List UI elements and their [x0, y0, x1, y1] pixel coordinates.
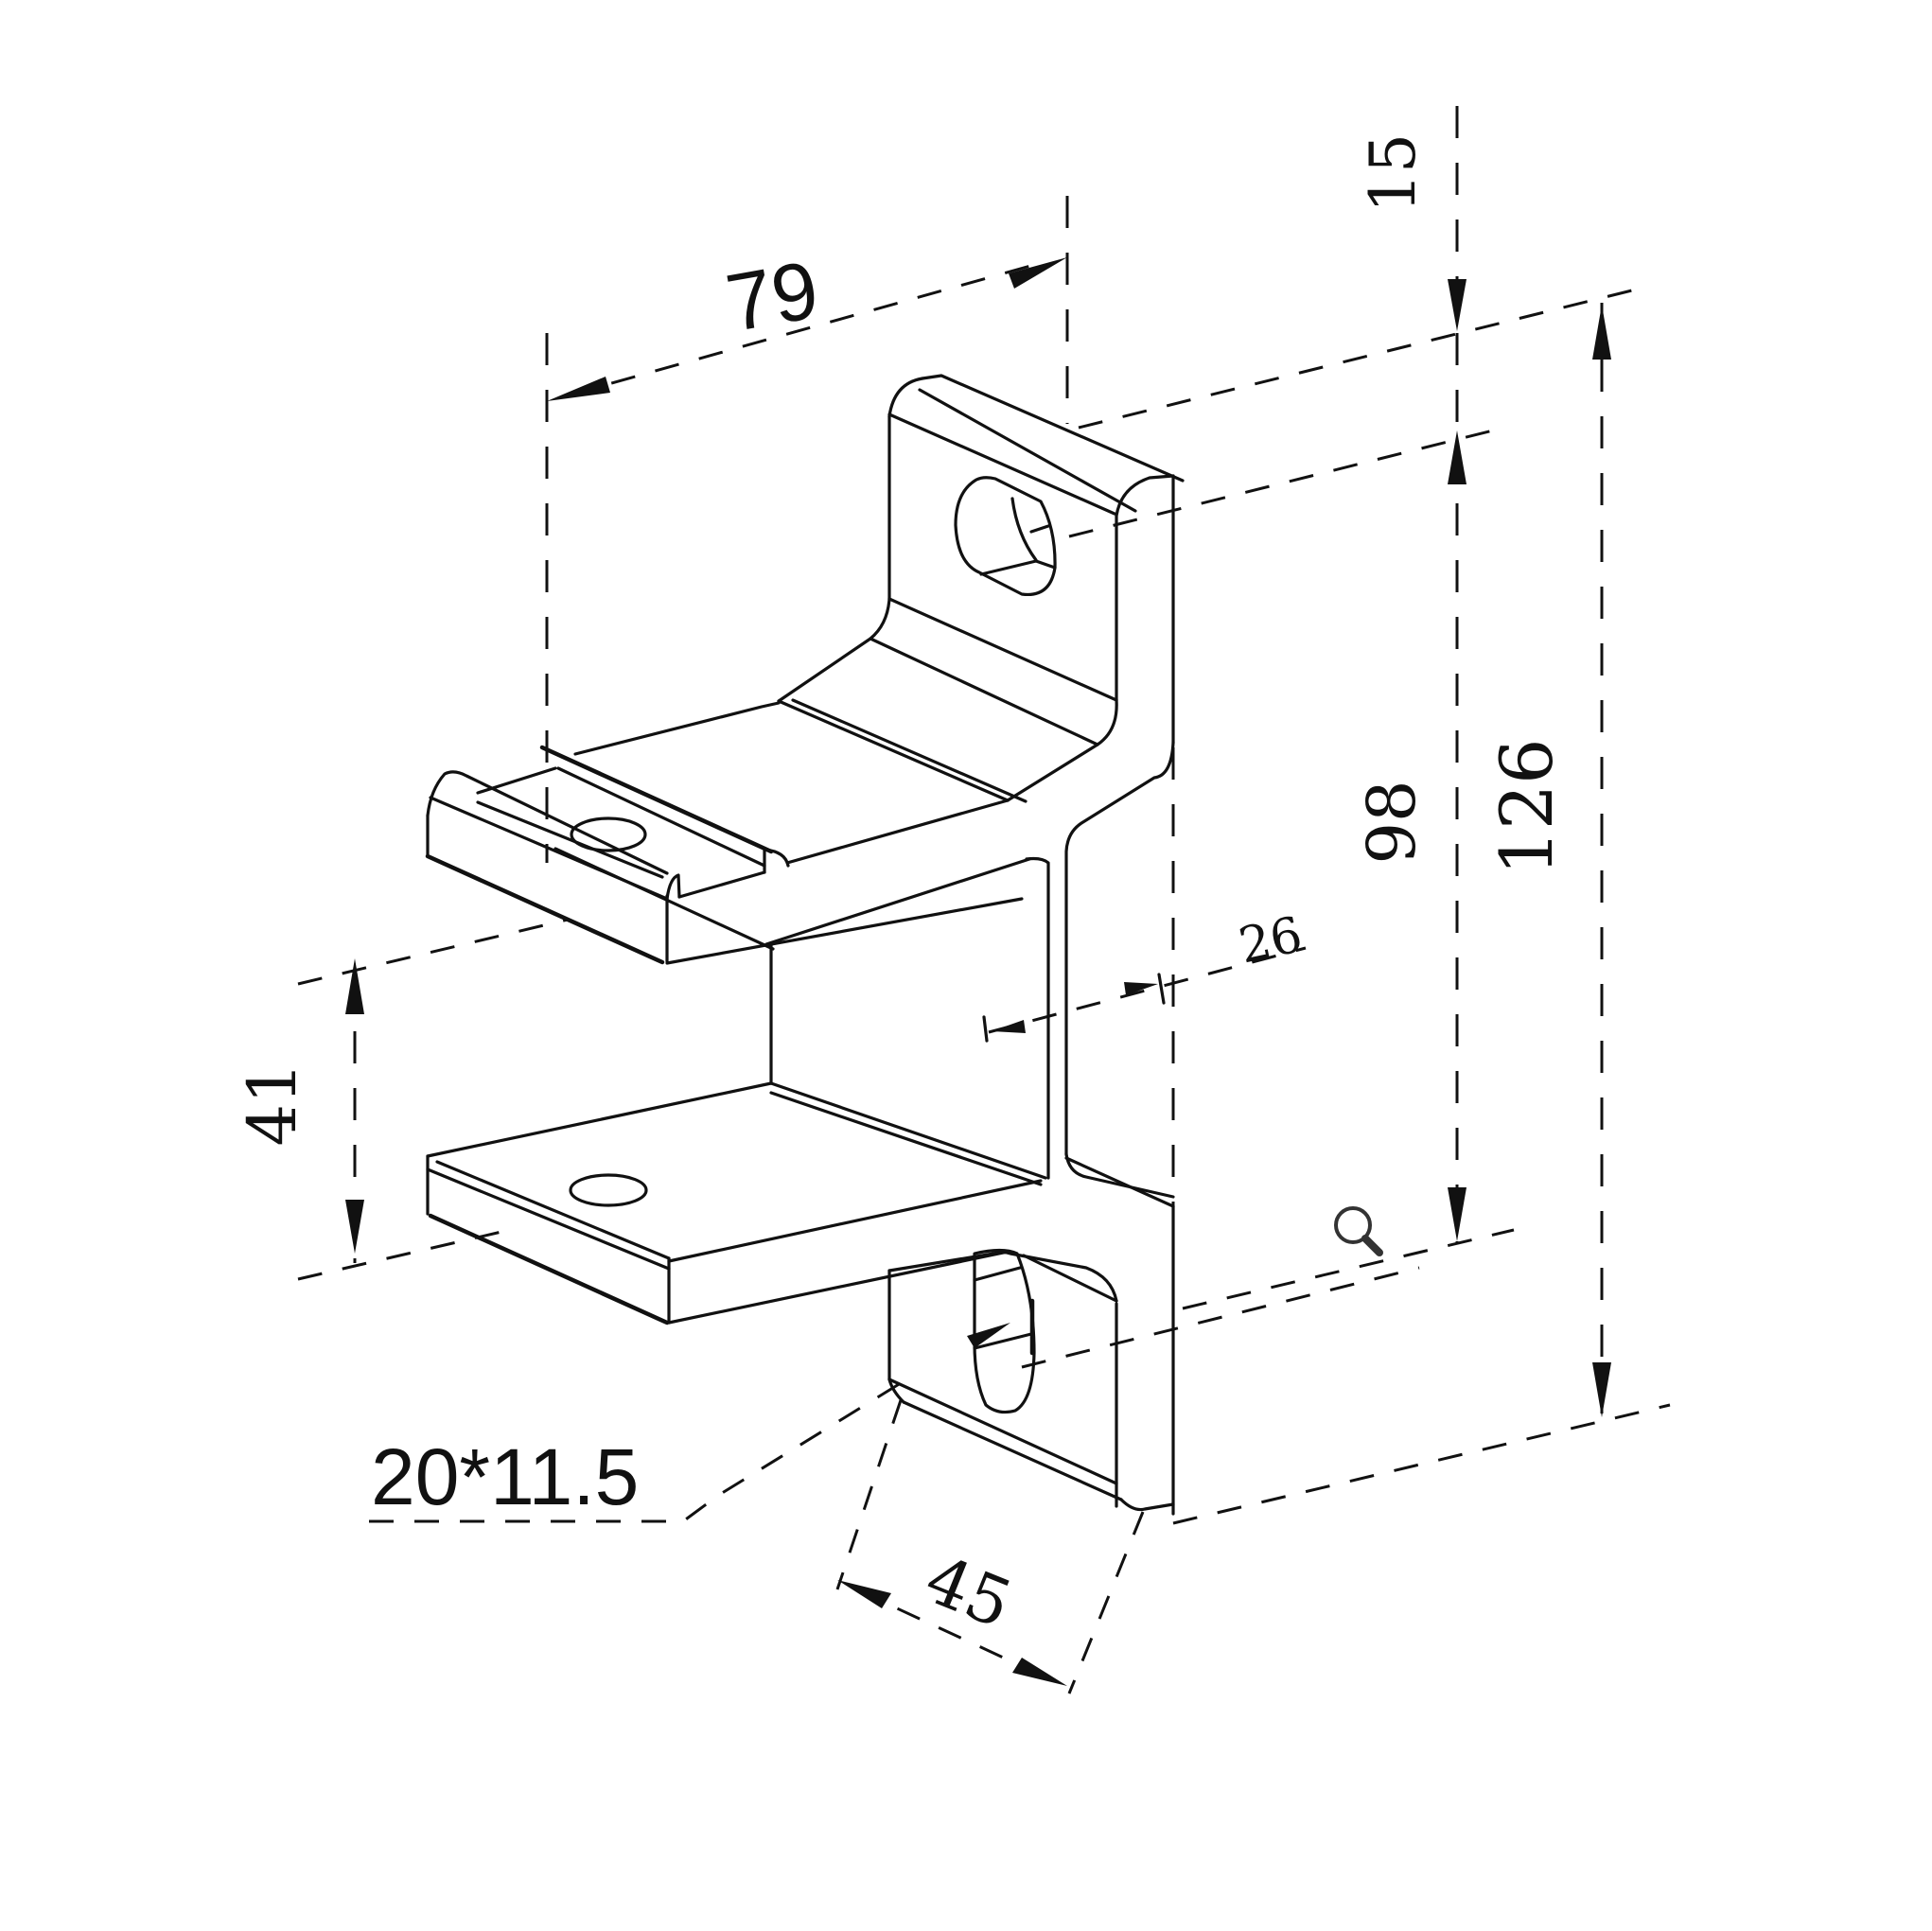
dimension-41: 41 — [234, 918, 569, 1281]
dimension-45: 45 — [835, 1399, 1145, 1694]
dimension-slot: 20*11.5 — [369, 1323, 1010, 1523]
dimension-79: 79 — [545, 196, 1069, 863]
dim-15-label: 15 — [1357, 133, 1430, 213]
top-plate — [869, 374, 1185, 746]
upper-arm — [425, 637, 1099, 965]
extension-lines — [1021, 284, 1671, 1525]
dim-41-label: 41 — [234, 1062, 311, 1146]
magnifier-icon[interactable] — [1334, 1206, 1383, 1256]
dimension-15-98: 15 98 — [1353, 106, 1467, 1244]
dim-45-label: 45 — [915, 1540, 1022, 1643]
lower-arm — [426, 1081, 1047, 1325]
dim-26-label: 26 — [1234, 906, 1307, 974]
dim-79-label: 79 — [720, 244, 825, 349]
bottom-plate — [887, 1248, 1175, 1512]
dim-126-label: 126 — [1484, 738, 1569, 875]
dimension-26: 26 — [982, 906, 1308, 1043]
central-web — [764, 741, 1175, 1516]
dim-slot-label: 20*11.5 — [371, 1432, 639, 1521]
dim-98-label: 98 — [1353, 780, 1431, 864]
dimension-126: 126 — [1484, 303, 1611, 1417]
bracket-part — [425, 374, 1185, 1516]
